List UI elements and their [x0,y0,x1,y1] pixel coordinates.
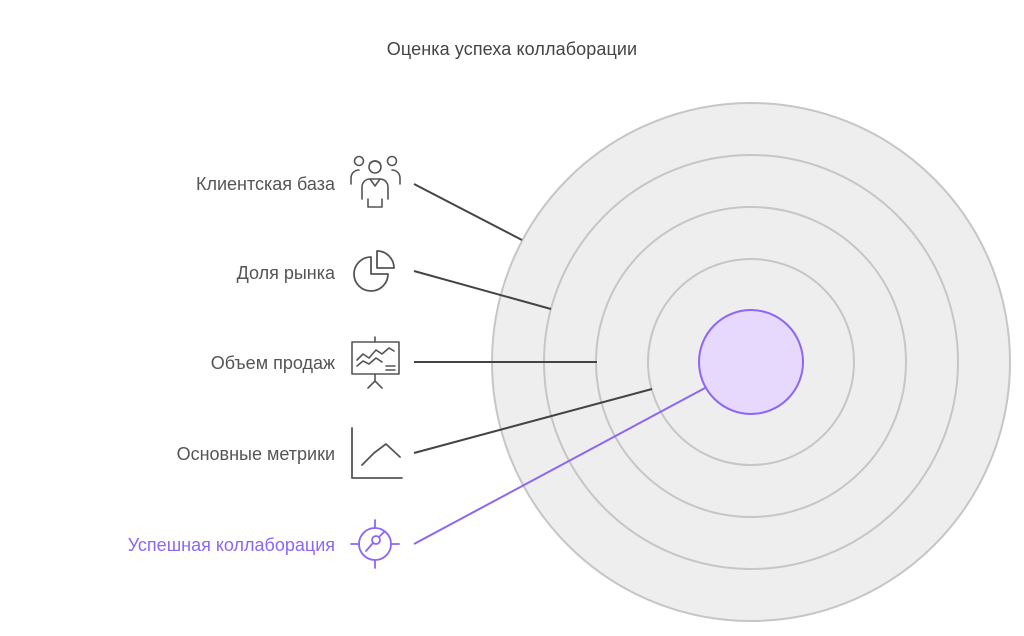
line-graph-icon [351,427,403,479]
connector-line-5 [413,387,706,545]
presentation-board-icon [351,336,400,389]
people-group-icon [350,155,401,208]
layer-label-client-base: Клиентская база [195,174,335,194]
layer-label-sales-volume: Объем продаж [210,353,335,373]
target-icon [350,519,400,569]
connector-line-4 [413,388,653,454]
connector-line-2 [413,270,552,310]
core-circle [698,309,804,415]
layer-label-key-metrics: Основные метрики [176,444,335,464]
diagram-title: Оценка успеха коллаборации [386,39,638,59]
layer-label-successful-collaboration: Успешная коллаборация [127,535,335,555]
pie-chart-icon [353,250,395,292]
connector-lines [413,183,706,545]
layer-label-market-share: Доля рынка [236,263,335,283]
connector-line-1 [413,183,523,241]
rings [491,102,1011,622]
